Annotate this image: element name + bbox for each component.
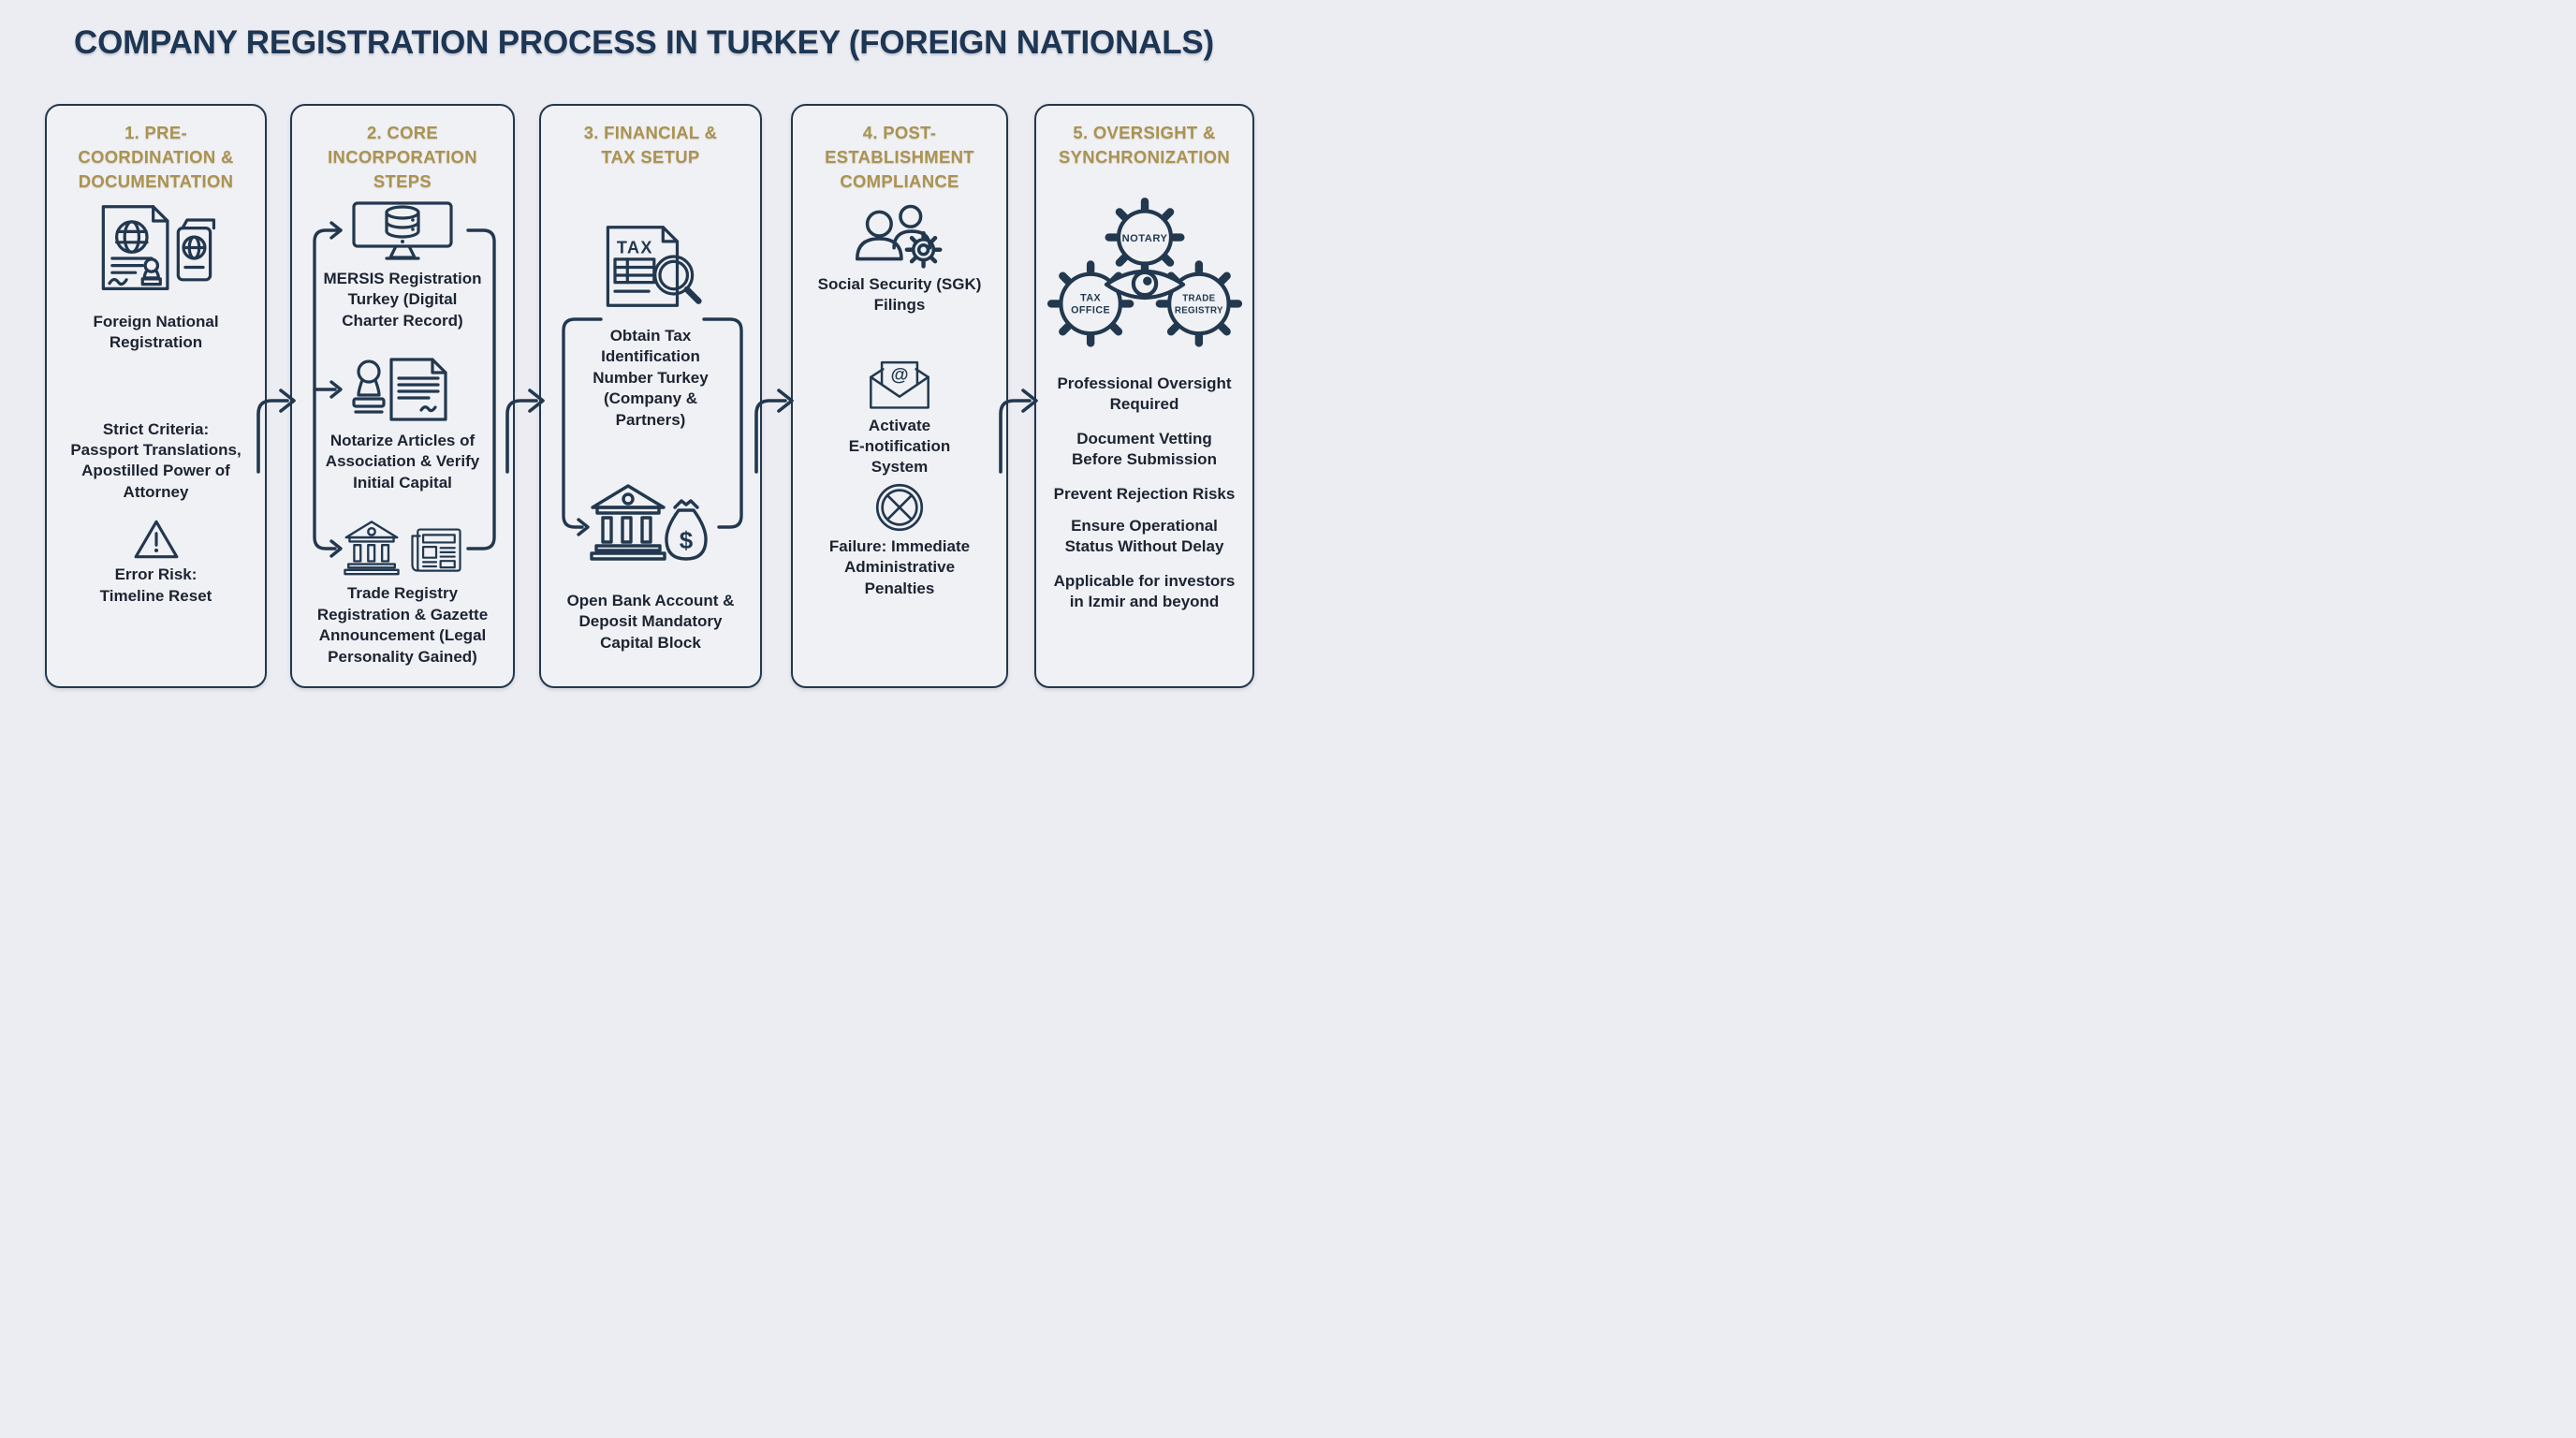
gear-label-registry: REGISTRY [1174, 306, 1222, 316]
step-text: Activate E-notification System [848, 416, 951, 477]
panel-pre-coordination: 1. PRE- COORDINATION & DOCUMENTATION For… [45, 104, 267, 688]
step-text: Open Bank Account & Deposit Mandatory Ca… [566, 591, 735, 652]
step-text: MERSIS Registration Turkey (Digital Char… [323, 269, 482, 330]
panel-5-heading: 5. OVERSIGHT & SYNCHRONIZATION [1059, 123, 1230, 167]
step-text: Strict Criteria: Passport Translations, … [70, 419, 242, 501]
infographic-canvas: COMPANY REGISTRATION PROCESS IN TURKEY (… [0, 0, 1288, 719]
page-title: COMPANY REGISTRATION PROCESS IN TURKEY (… [74, 24, 1214, 61]
tax-document-magnifier-icon: TAX [597, 222, 704, 311]
step-text: Prevent Rejection Risks [1053, 484, 1236, 503]
tax-label: TAX [617, 238, 653, 257]
step-text: Error Risk: Timeline Reset [99, 565, 212, 605]
gear-label-tax: TAX [1080, 292, 1101, 303]
gear-label-trade: TRADE [1182, 293, 1215, 303]
people-gear-icon [844, 201, 955, 269]
at-symbol: @ [890, 364, 908, 385]
monitor-database-icon [350, 201, 455, 261]
gears-eye-icon: NOTARY TAX OFFICE TRADE REGISTRY [1040, 192, 1250, 349]
warning-triangle-icon [132, 518, 181, 561]
panel-post-establishment: 4. POST- ESTABLISHMENT COMPLIANCE Social… [791, 104, 1008, 688]
step-text: Applicable for investors in Izmir and be… [1053, 571, 1236, 611]
newspaper-icon [409, 523, 463, 576]
bank-moneybag-icon: $ [589, 479, 712, 568]
step-text: Ensure Operational Status Without Delay [1064, 516, 1224, 556]
bank-building-icon [342, 518, 402, 576]
gear-label-notary: NOTARY [1121, 233, 1167, 244]
panel-core-incorporation: 2. CORE INCORPORATION STEPS MERSIS Regis… [290, 104, 515, 688]
panel-oversight-sync: 5. OVERSIGHT & SYNCHRONIZATION [1034, 104, 1254, 688]
step-text: Document Vetting Before Submission [1072, 429, 1217, 469]
step-text: Notarize Articles of Association & Verif… [325, 431, 480, 492]
step-text: Social Security (SGK) Filings [817, 274, 982, 315]
step-text: Obtain Tax Identification Number Turkey … [593, 326, 709, 429]
envelope-at-icon: @ [851, 354, 948, 412]
step-text: Failure: Immediate Administrative Penalt… [828, 536, 971, 597]
panel-financial-tax: 3. FINANCIAL & TAX SETUP TAX Obtain Tax … [539, 104, 762, 688]
panel-1-heading: 1. PRE- COORDINATION & DOCUMENTATION [78, 123, 234, 191]
prohibition-circle-icon [874, 482, 925, 533]
panel-4-heading: 4. POST- ESTABLISHMENT COMPLIANCE [825, 123, 974, 191]
step-text: Foreign National Registration [93, 312, 219, 352]
stamp-document-icon [346, 356, 459, 423]
panel-3-heading: 3. FINANCIAL & TAX SETUP [583, 123, 718, 167]
dollar-sign: $ [680, 526, 694, 554]
gear-label-office: OFFICE [1071, 305, 1110, 316]
registration-document-passport-icon [95, 201, 217, 295]
step-text: Trade Registry Registration & Gazette An… [316, 584, 489, 666]
panel-2-heading: 2. CORE INCORPORATION STEPS [328, 123, 477, 191]
step-text: Professional Oversight Required [1057, 374, 1232, 414]
